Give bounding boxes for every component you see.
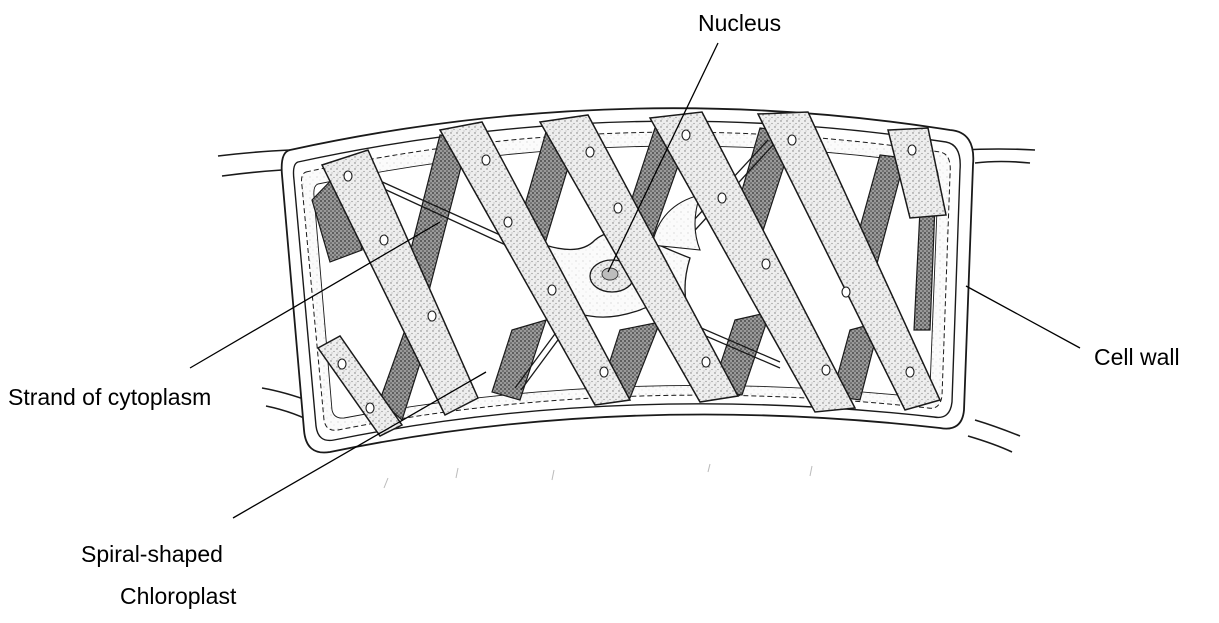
leader-line-cell-wall <box>966 286 1080 348</box>
nucleolus <box>602 268 618 280</box>
chloroplast-label-line2: Chloroplast <box>120 585 236 608</box>
nucleus-label: Nucleus <box>698 12 781 35</box>
cell-wall-label: Cell wall <box>1094 346 1180 369</box>
chloroplast-label-line1: Spiral-shaped <box>81 543 223 566</box>
sketch-marks <box>384 464 812 488</box>
strand-of-cytoplasm-label: Strand of cytoplasm <box>8 386 211 409</box>
